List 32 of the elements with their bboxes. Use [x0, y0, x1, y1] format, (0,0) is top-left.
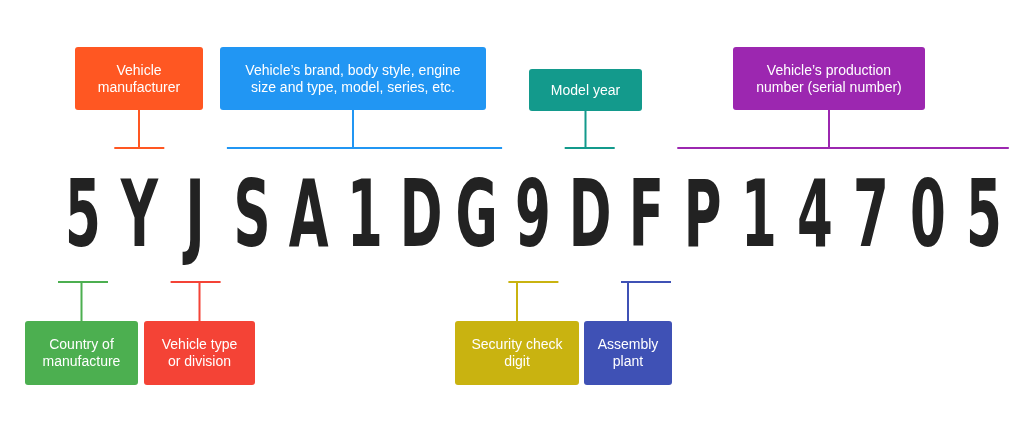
vin-character: 4 — [796, 169, 833, 261]
bracket-line — [57, 281, 109, 322]
vin-character: 7 — [853, 169, 890, 261]
bracket-line — [620, 281, 672, 322]
bracket-line — [352, 109, 366, 149]
vin-character: S — [233, 169, 271, 261]
vin-character: 0 — [909, 169, 946, 261]
vin-character: P — [683, 169, 722, 261]
vin-character: 1 — [346, 169, 383, 261]
label-box: Model year — [529, 69, 642, 111]
bracket-line — [169, 281, 222, 322]
vin-character: G — [455, 169, 499, 261]
bracket-line — [813, 109, 830, 149]
vin-character: F — [628, 169, 664, 261]
label-box: Vehicle’s production number (serial number) — [733, 47, 925, 110]
label-box: Vehicle type or division — [144, 321, 255, 385]
vin-character: 1 — [740, 169, 777, 261]
vin-character: Y — [120, 169, 158, 261]
vin-character: 5 — [965, 169, 1002, 261]
label-box: Security check digit — [455, 321, 579, 385]
vin-character: D — [568, 169, 612, 261]
vin-character: 9 — [515, 169, 552, 261]
bracket-line — [507, 281, 560, 322]
label-box: Country of manufacture — [25, 321, 138, 385]
label-box: Vehicle’s brand, body style, engine size and type, model, series, etc. — [220, 47, 486, 110]
bracket-line — [563, 110, 616, 149]
vin-character: 5 — [65, 169, 101, 261]
vin-character: A — [288, 169, 329, 261]
vin-character: D — [399, 169, 443, 261]
label-box: Assembly plant — [584, 321, 672, 385]
label-box: Vehicle manufacturer — [75, 47, 203, 110]
bracket-line — [113, 109, 166, 149]
